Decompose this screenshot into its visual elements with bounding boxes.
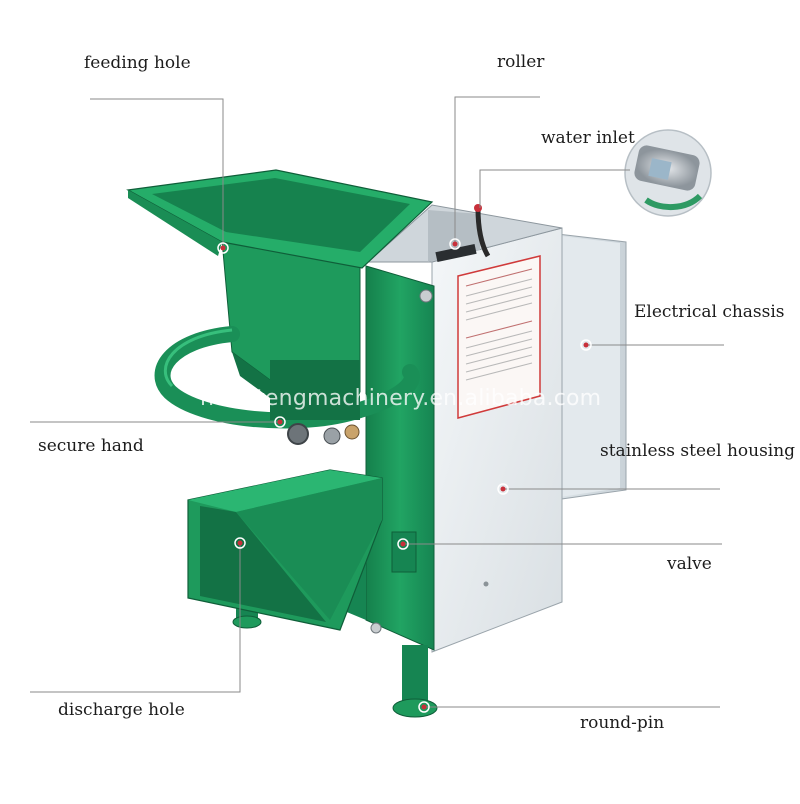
label-secure-hand: secure hand — [38, 436, 144, 456]
leader-roller — [454, 96, 540, 244]
label-water-inlet: water inlet — [541, 128, 635, 148]
label-stainless-steel-housing: stainless steel housing — [600, 441, 796, 461]
label-valve: valve — [667, 554, 712, 574]
warning-label — [457, 255, 541, 419]
leader-lines — [30, 96, 724, 708]
marker-discharge-hole — [234, 537, 246, 549]
marker-roller — [449, 238, 461, 250]
valve-body — [391, 531, 417, 573]
marker-stainless-housing — [497, 483, 509, 495]
leader-discharge-hole — [30, 543, 241, 693]
marker-electrical-chassis — [580, 339, 592, 351]
drive-assembly — [270, 360, 360, 445]
stainless-steel-housing — [431, 227, 563, 653]
label-round-pin: round-pin — [580, 713, 665, 733]
water-inlet-zoom — [624, 129, 712, 217]
label-roller: roller — [497, 52, 545, 72]
marker-valve — [397, 538, 409, 550]
secure-hand-handle — [154, 326, 420, 429]
leader-feeding-hole — [90, 98, 224, 248]
label-feeding-hole: feeding hole — [84, 53, 191, 73]
callout-markers — [217, 238, 592, 713]
feeding-funnel — [126, 169, 434, 269]
label-discharge-hole: discharge hole — [58, 700, 185, 720]
marker-feeding-hole — [217, 242, 229, 254]
marker-round-pin — [418, 701, 430, 713]
marker-secure-hand — [274, 416, 286, 428]
label-electrical-chassis: Electrical chassis — [634, 302, 785, 322]
discharge-chute — [187, 469, 383, 631]
roller-cover — [366, 204, 563, 263]
leader-water-inlet — [479, 169, 630, 208]
watermark: hongtengmachinery.en.alibaba.com — [200, 386, 602, 411]
